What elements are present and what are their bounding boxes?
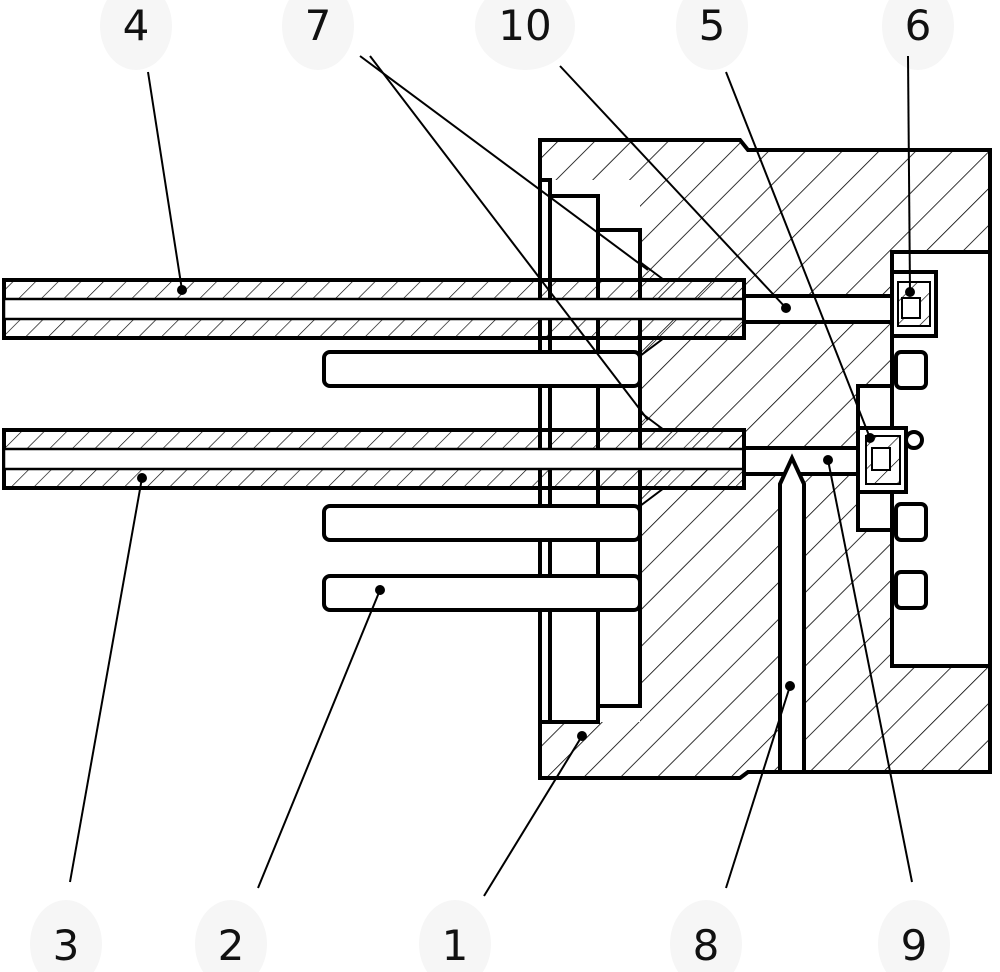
callout-2: 2 <box>218 921 245 970</box>
tube-lower <box>2 428 746 490</box>
callout-8: 8 <box>693 921 720 970</box>
tube-upper <box>2 278 746 340</box>
callout-10: 10 <box>498 1 551 50</box>
callout-3: 3 <box>53 921 80 970</box>
label-bubbles <box>30 0 954 972</box>
callout-7: 7 <box>305 1 332 50</box>
wedges <box>639 260 667 508</box>
callout-labels: 4 7 10 5 6 3 2 1 8 9 <box>53 1 932 970</box>
pins <box>322 350 642 612</box>
leader-dots <box>137 285 915 741</box>
callout-9: 9 <box>901 921 928 970</box>
valve-assembly <box>856 270 938 532</box>
leader-lines <box>69 55 913 897</box>
callout-5: 5 <box>699 1 726 50</box>
callout-1: 1 <box>442 921 469 970</box>
callout-4: 4 <box>123 1 150 50</box>
callout-6: 6 <box>905 1 932 50</box>
cavity-bolts <box>894 350 928 610</box>
